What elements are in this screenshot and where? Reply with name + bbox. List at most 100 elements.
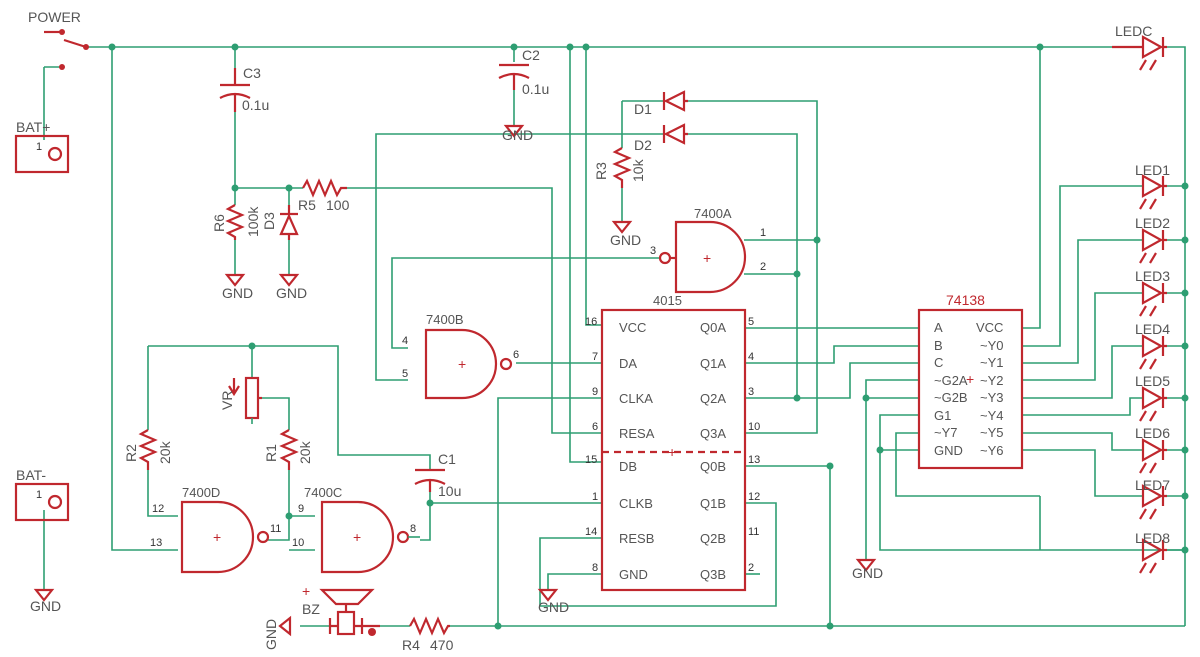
svg-text:+: +	[213, 529, 221, 545]
led-c: LEDC	[1112, 23, 1167, 71]
svg-text:D3: D3	[261, 212, 277, 230]
svg-text:DB: DB	[619, 459, 637, 474]
svg-text:8: 8	[410, 523, 416, 535]
led-7: LED7	[1135, 477, 1170, 520]
svg-text:A: A	[934, 320, 943, 335]
svg-text:LED5: LED5	[1135, 373, 1170, 389]
svg-text:14: 14	[585, 526, 597, 538]
svg-text:~Y1: ~Y1	[980, 355, 1004, 370]
resistor-r1: R1 20k	[263, 429, 313, 470]
svg-text:Q1A: Q1A	[700, 356, 726, 371]
gnd-buzzer: GND	[263, 615, 292, 650]
svg-text:C2: C2	[522, 47, 540, 63]
svg-text:9: 9	[298, 503, 304, 515]
svg-text:100k: 100k	[245, 206, 261, 237]
svg-text:7400C: 7400C	[304, 485, 342, 500]
gnd-bat: GND	[30, 588, 61, 614]
resistor-r4: R4 470	[402, 616, 454, 653]
svg-text:20k: 20k	[297, 440, 313, 464]
svg-text:100: 100	[326, 197, 350, 213]
svg-text:GND: GND	[610, 232, 641, 248]
led-4: LED4	[1135, 321, 1170, 370]
svg-text:10: 10	[748, 421, 760, 433]
svg-text:GND: GND	[502, 127, 533, 143]
svg-text:4: 4	[748, 351, 754, 363]
led-2: LED2	[1135, 215, 1170, 264]
svg-text:C: C	[934, 355, 943, 370]
svg-text:10: 10	[292, 537, 304, 549]
svg-text:DA: DA	[619, 356, 637, 371]
svg-text:R1: R1	[263, 444, 279, 462]
svg-text:LED7: LED7	[1135, 477, 1170, 493]
svg-text:~G2A: ~G2A	[934, 373, 968, 388]
led-1: LED1	[1135, 162, 1170, 210]
svg-text:12: 12	[748, 491, 760, 503]
svg-text:LEDC: LEDC	[1115, 23, 1152, 39]
gate-7400b: 7400B 4 5 6 +	[402, 312, 519, 400]
svg-text:6: 6	[513, 349, 519, 361]
svg-text:RESB: RESB	[619, 531, 654, 546]
svg-text:RESA: RESA	[619, 426, 655, 441]
diode-d2: D2	[634, 123, 688, 153]
svg-text:Q2B: Q2B	[700, 531, 726, 546]
svg-text:LED6: LED6	[1135, 425, 1170, 441]
battery-plus-label: BAT+	[16, 119, 50, 135]
led-5: LED5	[1135, 373, 1170, 422]
svg-text:+: +	[668, 444, 676, 460]
svg-text:~Y5: ~Y5	[980, 425, 1004, 440]
svg-text:12: 12	[152, 503, 164, 515]
svg-text:+: +	[703, 250, 711, 266]
svg-text:16: 16	[585, 316, 597, 328]
svg-text:GND: GND	[538, 599, 569, 615]
svg-text:5: 5	[748, 316, 754, 328]
buzzer-bz: + BZ	[302, 583, 380, 636]
svg-text:10u: 10u	[438, 483, 461, 499]
ic-74138-right-pins: VCC ~Y0 ~Y1 ~Y2 ~Y3 ~Y4 ~Y5 ~Y6	[976, 320, 1004, 458]
svg-text:+: +	[302, 583, 310, 599]
svg-text:CLKA: CLKA	[619, 391, 653, 406]
svg-text:G1: G1	[934, 408, 951, 423]
svg-text:LED3: LED3	[1135, 268, 1170, 284]
svg-text:11: 11	[270, 523, 281, 535]
gate-7400c: 7400C 9 10 8 +	[292, 485, 420, 574]
svg-text:5: 5	[402, 368, 408, 380]
svg-text:GND: GND	[934, 443, 963, 458]
capacitor-c2: C2 0.1u	[498, 47, 549, 97]
svg-text:1: 1	[36, 141, 42, 153]
svg-text:1: 1	[36, 489, 42, 501]
svg-text:R6: R6	[211, 214, 227, 232]
gnd-4015: GND	[537, 588, 569, 615]
svg-text:GND: GND	[30, 598, 61, 614]
svg-text:VCC: VCC	[619, 320, 646, 335]
svg-text:2: 2	[748, 562, 754, 574]
leds: LEDC LED1 LED2 LED3 LED4 LED5	[1112, 23, 1170, 574]
svg-text:~Y2: ~Y2	[980, 373, 1004, 388]
gnd-c2: GND	[502, 124, 533, 143]
svg-text:LED2: LED2	[1135, 215, 1170, 231]
svg-text:2: 2	[760, 261, 766, 273]
svg-text:LED4: LED4	[1135, 321, 1170, 337]
svg-text:R3: R3	[593, 162, 609, 180]
svg-text:Q1B: Q1B	[700, 496, 726, 511]
led-3: LED3	[1135, 268, 1170, 317]
power-switch: POWER	[28, 9, 89, 70]
svg-text:9: 9	[592, 386, 598, 398]
svg-text:B: B	[934, 338, 943, 353]
diode-d3: D3	[261, 205, 299, 240]
svg-text:Q0B: Q0B	[700, 459, 726, 474]
gnd-74138: GND	[852, 558, 883, 581]
svg-text:R4: R4	[402, 637, 420, 653]
led-8: LED8	[1135, 530, 1170, 574]
svg-text:13: 13	[150, 537, 162, 549]
svg-text:3: 3	[650, 245, 656, 257]
junctions	[108, 43, 1189, 630]
svg-text:CLKB: CLKB	[619, 496, 653, 511]
svg-text:7400A: 7400A	[694, 206, 732, 221]
svg-text:15: 15	[585, 454, 597, 466]
svg-text:GND: GND	[263, 619, 279, 650]
svg-text:~Y6: ~Y6	[980, 443, 1004, 458]
svg-text:D1: D1	[634, 101, 652, 117]
